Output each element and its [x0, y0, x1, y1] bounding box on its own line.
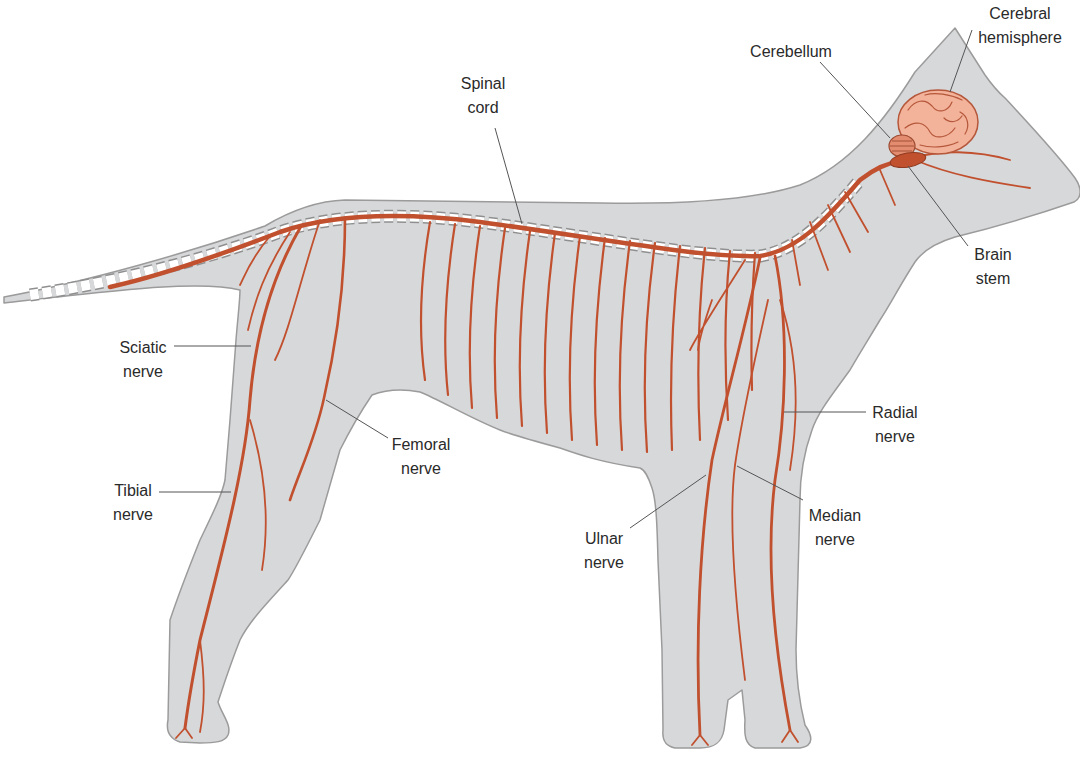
part-label: Ulnar nerve [584, 527, 624, 575]
hind-limb-branches [176, 220, 320, 738]
leader-line [495, 128, 522, 224]
part-label: Sciatic nerve [119, 336, 166, 384]
forelimb-branches [690, 260, 798, 745]
brain-gyri [905, 94, 968, 147]
forelimb-nerves [698, 256, 790, 735]
leader-line [820, 62, 890, 138]
leader-lines [159, 30, 972, 528]
brain-stem [889, 150, 927, 170]
leader-line [737, 466, 803, 500]
part-label: Femoral nerve [392, 433, 451, 481]
cerebellum-folia [890, 141, 914, 151]
leader-line [630, 475, 706, 528]
part-label: Tibial nerve [113, 479, 153, 527]
part-label: Brain stem [974, 243, 1011, 291]
part-label: Cerebral hemisphere [978, 2, 1062, 50]
leader-line [174, 346, 251, 347]
leader-line [908, 166, 968, 246]
part-label: Spinal cord [461, 72, 505, 120]
femoral-nerve [290, 218, 345, 500]
spinal-cord [110, 160, 905, 287]
part-label: Cerebellum [750, 40, 832, 64]
part-label: Median nerve [809, 504, 861, 552]
leader-line [326, 400, 388, 438]
leader-line [784, 412, 866, 413]
dog-silhouette [4, 28, 1080, 748]
part-label: Radial nerve [872, 401, 917, 449]
leader-line [950, 30, 972, 92]
intercostal-nerves [421, 222, 755, 452]
leader-line [159, 492, 231, 493]
